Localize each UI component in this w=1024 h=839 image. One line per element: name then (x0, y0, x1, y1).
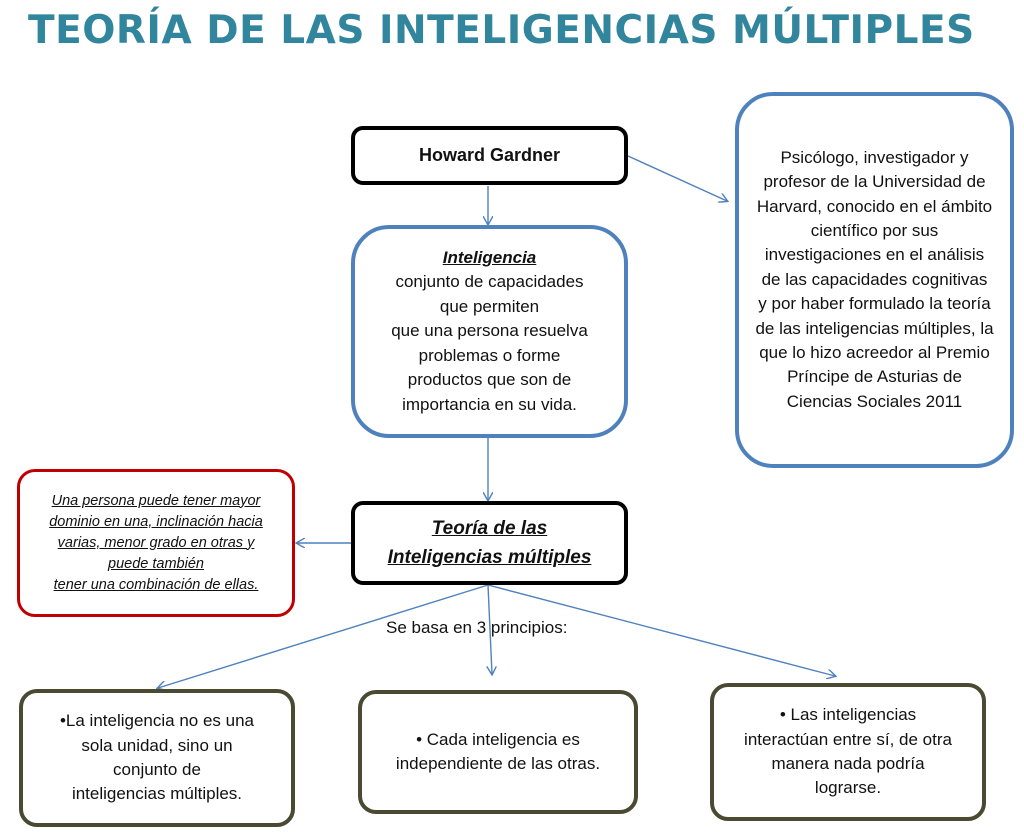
definition-line: problemas o forme (418, 345, 561, 365)
definition-node: Inteligencia conjunto de capacidades que… (351, 225, 628, 438)
theory-node: Teoría de las Inteligencias múltiples (351, 501, 628, 585)
principle-1-node: •La inteligencia no es una sola unidad, … (19, 689, 295, 827)
arrow-author-to-bio (627, 155, 727, 201)
author-name: Howard Gardner (418, 145, 561, 166)
definition-line: importancia en su vida. (402, 394, 577, 414)
principle-1-text: •La inteligencia no es una sola unidad, … (59, 711, 255, 804)
note-text: Una persona puede tener mayor dominio en… (49, 492, 263, 593)
note-node: Una persona puede tener mayor dominio en… (17, 469, 295, 617)
definition-content: Inteligencia conjunto de capacidades que… (391, 246, 588, 417)
principle-2-text: • Cada inteligencia es independiente de … (395, 729, 601, 773)
definition-line: que permiten (439, 296, 540, 316)
arrow-theory-to-principle-2 (488, 584, 492, 674)
principles-label: Se basa en 3 principios: (386, 618, 568, 637)
principle-2-node: • Cada inteligencia es independiente de … (358, 690, 638, 814)
author-node: Howard Gardner (351, 126, 628, 185)
arrow-theory-to-principle-3 (487, 584, 835, 676)
bio-node: Psicólogo, investigador y profesor de la… (735, 92, 1014, 468)
definition-line: productos que son de (407, 370, 572, 390)
principle-3-node: • Las inteligencias interactúan entre sí… (710, 683, 986, 821)
principle-3-text: • Las inteligencias interactúan entre sí… (744, 705, 952, 798)
bio-text: Psicólogo, investigador y profesor de la… (755, 147, 994, 411)
definition-line: que una persona resuelva (391, 321, 588, 341)
theory-title: Teoría de las Inteligencias múltiples (387, 518, 592, 568)
page-title: TEORÍA DE LAS INTELIGENCIAS MÚLTIPLES (28, 8, 975, 53)
arrow-theory-to-principle-1 (158, 584, 489, 688)
definition-heading: Inteligencia (442, 248, 537, 268)
definition-line: conjunto de capacidades (395, 272, 584, 292)
